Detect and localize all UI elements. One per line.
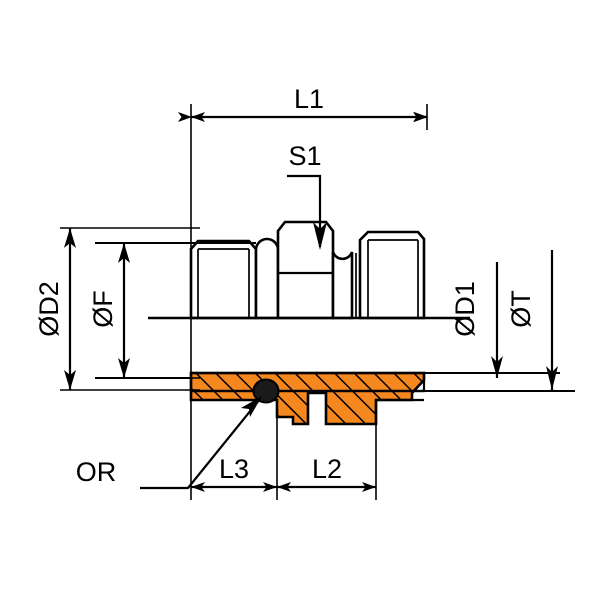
leader-line-or [140, 398, 261, 490]
leader-s1: S1 [287, 141, 327, 250]
leader-line-s1 [287, 174, 322, 247]
arrowhead-of-bottom [118, 358, 130, 378]
right-shoulder-radius [331, 251, 354, 320]
section-material-lower [189, 371, 426, 426]
arrowhead-od1 [491, 356, 503, 378]
dimension-ot: ØT [506, 250, 558, 390]
arrowhead-of-top [118, 243, 130, 263]
dimension-label-l2: L2 [312, 454, 342, 484]
dimension-of: ØF [88, 243, 130, 378]
upper-profile-outlines [189, 220, 426, 320]
collar-radius [254, 237, 280, 320]
hex-body-s1 [276, 220, 335, 320]
arrowhead-od2-bottom [64, 370, 76, 390]
centre-and-bore-lines [95, 242, 575, 392]
right-thread-body [358, 230, 426, 320]
dimension-label-l1: L1 [294, 84, 324, 114]
dimension-label-or: OR [76, 457, 117, 487]
dimension-l1: L1 [178, 84, 428, 122]
arrowhead-l2-left [277, 482, 291, 492]
extension-lines [60, 104, 428, 500]
dimension-label-od2: ØD2 [34, 281, 64, 337]
dimension-label-od1: ØD1 [450, 281, 480, 337]
dimension-l2: L2 [277, 454, 376, 492]
arrowhead-s1 [313, 222, 327, 250]
arrowhead-l2-right [362, 482, 376, 492]
oring-seal [252, 378, 280, 404]
arrowhead-l1-left [191, 112, 205, 122]
section-internal-edges [191, 389, 424, 424]
dimension-od1: ØD1 [450, 262, 503, 378]
dimension-l3: L3 [191, 454, 277, 492]
arrowhead-l3-right [263, 482, 277, 492]
arrowhead-or [241, 396, 262, 417]
arrowhead-od2-top [64, 228, 76, 248]
dimension-od2: ØD2 [34, 228, 76, 390]
arrowhead-ot [546, 366, 558, 390]
dimension-label-s1: S1 [288, 141, 321, 171]
section-hatched-body [189, 371, 426, 426]
left-thread-body [189, 239, 258, 320]
dimension-label-l3: L3 [219, 454, 249, 484]
dimension-label-of: ØF [88, 290, 118, 328]
leader-or: OR [76, 396, 262, 490]
arrowhead-l1-right [413, 112, 427, 122]
dimension-label-ot: ØT [506, 290, 536, 328]
arrowhead-l3-left [191, 482, 205, 492]
